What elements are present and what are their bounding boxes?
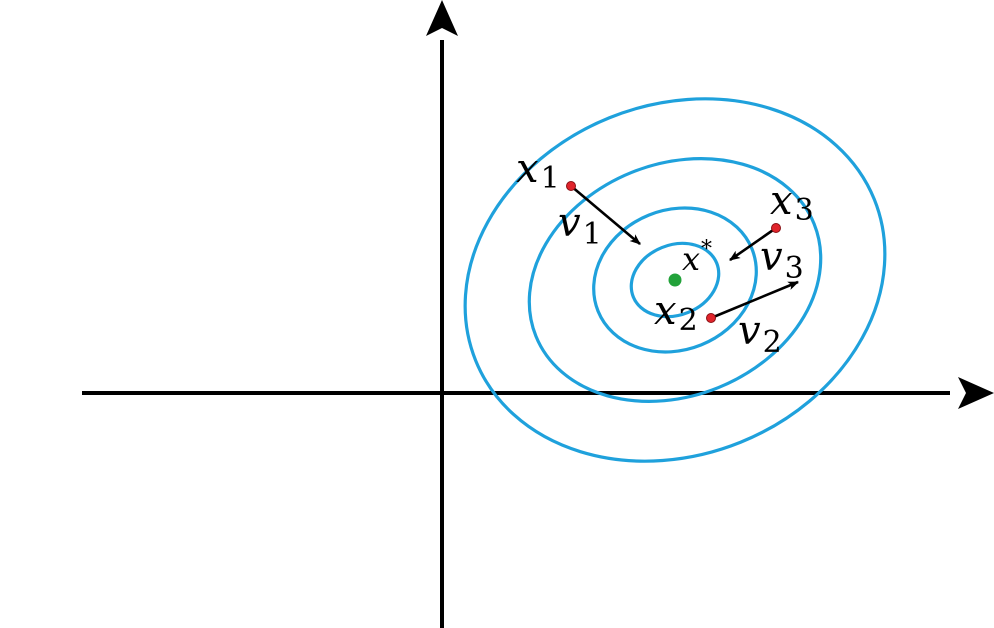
x2-label: x2: [654, 288, 698, 338]
contour-ring-1: [629, 241, 721, 319]
x3-point: [771, 223, 781, 233]
contour-ring-2: [592, 206, 758, 354]
labels: x1 v1 x* x3 v3 x2 v2: [516, 146, 814, 360]
axes: [82, 0, 994, 628]
v1-label: v1: [558, 200, 602, 252]
v3-arrow: [729, 226, 777, 262]
x-star-label: x*: [682, 237, 712, 278]
contour-lines: [463, 97, 887, 463]
v2-label: v2: [738, 308, 782, 360]
x1-label: x1: [516, 146, 560, 196]
x3-label: x3: [770, 178, 814, 228]
v3-label: v3: [760, 234, 804, 286]
v2-arrow: [710, 280, 800, 320]
x2-point: [706, 313, 716, 323]
vectors: [570, 185, 800, 320]
v1-arrow: [570, 185, 641, 245]
x1-point: [566, 181, 576, 191]
x-axis-arrowhead: [958, 377, 994, 409]
y-axis-arrowhead: [426, 0, 458, 36]
contour-ring-3: [527, 157, 823, 403]
points: [566, 181, 781, 323]
contour-ring-4: [463, 97, 887, 463]
optimum-point: [668, 273, 682, 287]
